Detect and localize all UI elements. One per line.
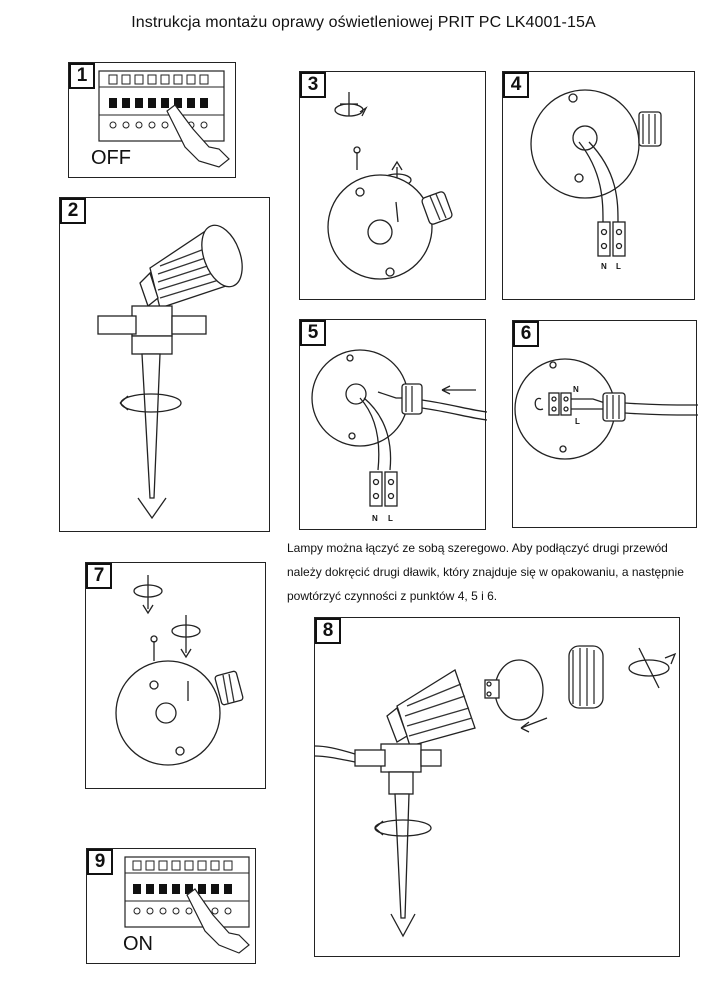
junction-box-icon [311, 349, 487, 507]
hand-icon [186, 888, 250, 954]
step-2-panel: 2 [59, 197, 270, 532]
rotate-arrow-icon [120, 393, 182, 413]
on-label: ON [123, 933, 153, 955]
terminal-l-label: L [616, 262, 621, 271]
step-number: 1 [69, 63, 95, 89]
note-line-2: należy dokręcić drugi dławik, który znaj… [287, 565, 684, 579]
step-number: 6 [513, 321, 539, 347]
terminal-n-label: N [573, 385, 579, 394]
terminal-n-label: N [601, 262, 607, 271]
junction-box-icon [514, 358, 698, 460]
step-number: 2 [60, 198, 86, 224]
terminal-l-label: L [388, 514, 393, 523]
lamp-assembly-icon [315, 645, 677, 938]
lamp-assembly-icon [97, 224, 243, 520]
step-1-panel: 1 OFF [68, 62, 236, 178]
step-number: 4 [503, 72, 529, 98]
circuit-breaker-panel-icon [98, 70, 230, 168]
series-connection-note: Lampy można łączyć ze sobą szeregowo. Ab… [287, 536, 717, 608]
step-7-panel: 7 [85, 562, 266, 789]
step-number: 3 [300, 72, 326, 98]
terminal-l-label: L [575, 417, 580, 426]
step-8-panel: 8 [314, 617, 680, 957]
note-line-3: powtórzyć czynności z punktów 4, 5 i 6. [287, 589, 498, 603]
step-number: 8 [315, 618, 341, 644]
junction-box-icon [327, 92, 453, 280]
step-number: 5 [300, 320, 326, 346]
step-number: 9 [87, 849, 113, 875]
junction-box-icon [530, 89, 662, 257]
off-label: OFF [91, 147, 131, 169]
step-number: 7 [86, 563, 112, 589]
page-title: Instrukcja montażu oprawy oświetleniowej… [131, 14, 596, 31]
circuit-breaker-panel-icon [124, 856, 250, 954]
step-6-panel: 6 N L [512, 320, 698, 528]
hand-icon [166, 104, 230, 168]
step-5-panel: 5 N L [299, 319, 487, 530]
terminal-n-label: N [372, 514, 378, 523]
rotate-arrow-icon [628, 659, 670, 677]
step-4-panel: 4 N L [502, 71, 695, 300]
bulb-icon [484, 659, 544, 721]
junction-box-icon [115, 575, 244, 766]
step-9-panel: 9 ON [86, 848, 256, 964]
note-line-1: Lampy można łączyć ze sobą szeregowo. Ab… [287, 541, 668, 555]
step-3-panel: 3 [299, 71, 486, 300]
